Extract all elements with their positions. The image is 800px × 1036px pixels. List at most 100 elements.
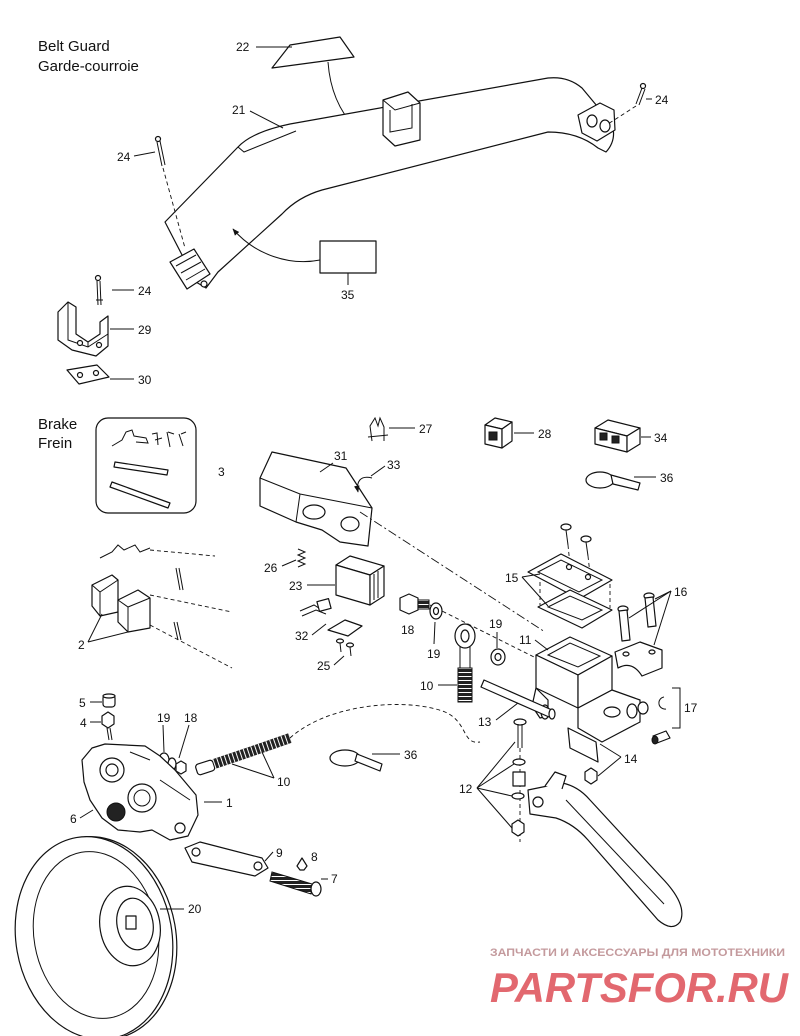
part-8-nut	[296, 857, 308, 871]
callout-11: 11	[519, 633, 532, 647]
leader-line	[476, 787, 513, 829]
callout-31: 31	[334, 449, 348, 463]
leader-line	[628, 590, 672, 619]
part-23-brake-switch	[335, 555, 385, 606]
part-7-bolt	[269, 871, 322, 897]
part-1-brake-caliper	[81, 743, 199, 841]
callout-3: 3	[218, 465, 225, 479]
leader-line	[178, 724, 190, 759]
part-26-spring	[296, 548, 307, 568]
part-12-lever-pivot	[511, 718, 527, 842]
callout-13: 13	[478, 715, 492, 729]
brake-lever	[527, 771, 683, 928]
part-24-pin-right	[607, 82, 647, 125]
part-14-nut	[584, 767, 598, 785]
part-20-brake-disc	[14, 836, 178, 1036]
callout-21: 21	[232, 103, 246, 117]
callout-36-lower: 36	[404, 748, 418, 762]
callout-30: 30	[138, 373, 152, 387]
callout-19-b: 19	[489, 617, 503, 631]
callout-24-lower: 24	[138, 284, 152, 298]
leader-line	[281, 559, 297, 567]
part-24-pin-left	[154, 135, 186, 249]
leader-line	[521, 573, 541, 578]
callout-4: 4	[80, 716, 87, 730]
callout-2: 2	[78, 638, 85, 652]
callout-29: 29	[138, 323, 152, 337]
brake-section: Brake Frein 3 27 28	[14, 416, 698, 1036]
part-19-washer	[429, 602, 443, 620]
callout-10-lower: 10	[277, 775, 291, 789]
leader-line	[521, 576, 549, 607]
leader-line	[597, 756, 622, 777]
callout-25: 25	[317, 659, 331, 673]
callout-26: 26	[264, 561, 278, 575]
leader-line	[79, 809, 94, 819]
part-19-washer	[490, 648, 506, 666]
callout-27: 27	[419, 422, 433, 436]
leader-line	[495, 702, 519, 721]
callout-14: 14	[624, 752, 638, 766]
part-3-hardware-kit	[95, 417, 197, 514]
callout-9: 9	[276, 846, 283, 860]
callout-35: 35	[341, 288, 355, 302]
leader-line	[162, 724, 165, 753]
part-30-plate	[66, 364, 110, 385]
leader-line	[133, 151, 156, 157]
part-28-connector	[484, 417, 513, 449]
part-36-cable-tie-lower	[329, 749, 383, 772]
belt-guard-section: Belt Guard Garde-courroie 22 21	[38, 36, 669, 387]
callout-12: 12	[459, 782, 473, 796]
leader-line	[264, 851, 274, 862]
callout-1: 1	[226, 796, 233, 810]
callout-32: 32	[295, 629, 309, 643]
watermark-tagline: ЗАПЧАСТИ И АКСЕССУАРЫ ДЛЯ МОТОТЕХНИКИ	[490, 947, 785, 959]
section-title-brake: Brake	[38, 416, 77, 433]
part-35-label	[232, 228, 377, 285]
part-18-banjo-bolt	[399, 593, 541, 661]
callout-33: 33	[387, 458, 401, 472]
callout-34: 34	[654, 431, 668, 445]
leader-line	[476, 787, 513, 797]
callout-6: 6	[70, 812, 77, 826]
leader-line	[653, 590, 672, 646]
part-31-switch-housing	[259, 451, 546, 633]
leader-line	[231, 763, 275, 779]
leader-line	[311, 623, 327, 636]
callout-28: 28	[538, 427, 552, 441]
part-32-wire-connector	[299, 598, 363, 637]
part-24-pin-lower	[94, 274, 103, 306]
leader-line	[87, 613, 103, 643]
part-36-cable-tie-upper	[585, 471, 641, 491]
watermark: ЗАПЧАСТИ И АКСЕССУАРЫ ДЛЯ МОТОТЕХНИКИ PA…	[490, 947, 790, 1011]
part-16-handlebar-clamp	[614, 592, 663, 677]
leader-line	[476, 763, 515, 789]
leader-line	[599, 743, 622, 758]
callout-18-caliper: 18	[184, 711, 198, 725]
part-2-pad-brackets	[91, 544, 233, 669]
part-25-screws	[335, 638, 355, 657]
leader-line	[534, 639, 549, 651]
part-21-belt-guard	[164, 77, 616, 290]
leader-line	[433, 621, 436, 645]
callout-16: 16	[674, 585, 688, 599]
section-title-frein: Frein	[38, 435, 72, 452]
callout-10-upper: 10	[420, 679, 434, 693]
callout-22: 22	[236, 40, 250, 54]
callout-15: 15	[505, 571, 519, 585]
leader-line	[476, 741, 516, 789]
part-33-pointer	[354, 476, 373, 493]
callout-8: 8	[311, 850, 318, 864]
section-title-garde-courroie: Garde-courroie	[38, 58, 139, 75]
callout-36-upper: 36	[660, 471, 674, 485]
leader-line	[319, 462, 334, 473]
callout-7: 7	[331, 872, 338, 886]
part-13-push-rod	[480, 679, 556, 720]
part-15-reservoir-cap	[527, 523, 613, 629]
leader-line	[261, 751, 275, 779]
part-27-clip	[367, 416, 389, 442]
part-34-connector	[594, 419, 641, 453]
callout-20: 20	[188, 902, 202, 916]
callout-5: 5	[79, 696, 86, 710]
part-5-bleeder-cap	[102, 693, 116, 708]
